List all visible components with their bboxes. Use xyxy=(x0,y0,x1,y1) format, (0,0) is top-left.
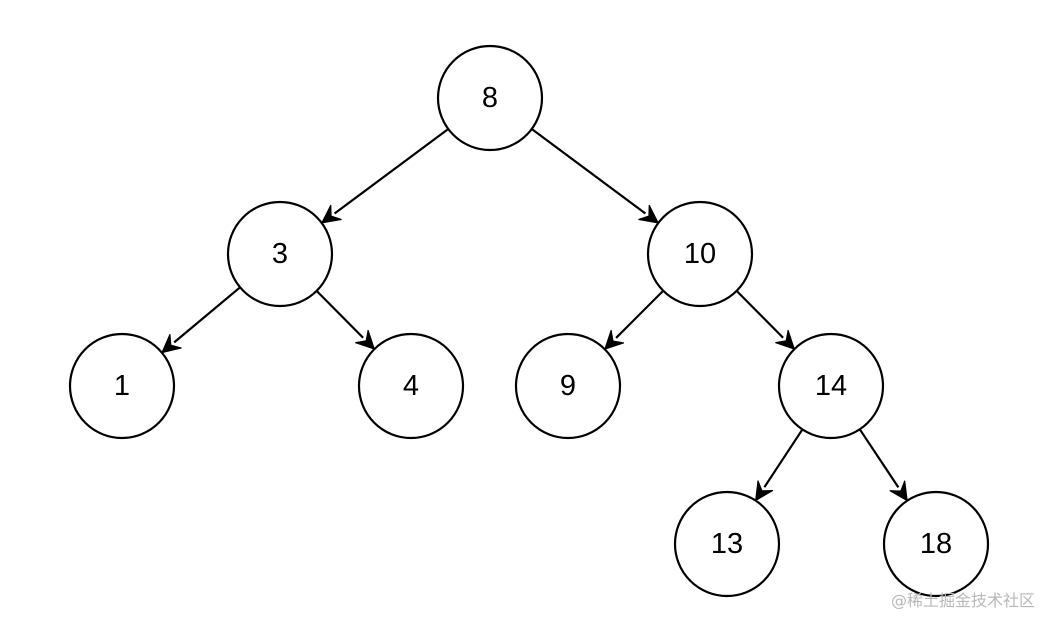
edge-n10-n9 xyxy=(615,289,665,339)
tree-node-4: 4 xyxy=(357,332,465,440)
arrowhead-n10-n9 xyxy=(603,329,625,351)
edge-n8-n3 xyxy=(333,128,449,215)
node-circle-10 xyxy=(646,200,754,308)
node-label-14: 14 xyxy=(815,370,847,402)
edge-n14-n13 xyxy=(763,428,804,488)
node-circle-8 xyxy=(436,44,544,152)
edge-n8-n10 xyxy=(531,128,647,215)
node-label-8: 8 xyxy=(482,82,498,114)
edge-n3-n1 xyxy=(173,286,241,344)
arrowhead-n8-n3 xyxy=(320,204,342,224)
arrowhead-n8-n10 xyxy=(638,204,660,224)
tree-node-9: 9 xyxy=(514,332,622,440)
tree-node-3: 3 xyxy=(226,200,334,308)
edge-n3-n4 xyxy=(315,290,364,339)
node-label-4: 4 xyxy=(403,370,419,402)
edges-layer xyxy=(161,128,908,502)
arrowhead-n14-n18 xyxy=(889,480,908,502)
node-circle-13 xyxy=(673,490,781,598)
edge-n10-n14 xyxy=(735,290,784,339)
node-label-9: 9 xyxy=(560,370,576,402)
node-label-18: 18 xyxy=(920,528,952,560)
node-circle-18 xyxy=(882,490,990,598)
tree-node-1: 1 xyxy=(68,332,176,440)
node-label-13: 13 xyxy=(711,528,743,560)
node-circle-14 xyxy=(777,332,885,440)
tree-node-8: 8 xyxy=(436,44,544,152)
node-label-10: 10 xyxy=(684,238,716,270)
edge-n14-n18 xyxy=(858,428,900,488)
node-circle-3 xyxy=(226,200,334,308)
node-label-3: 3 xyxy=(272,238,288,270)
node-circle-9 xyxy=(514,332,622,440)
tree-node-13: 13 xyxy=(673,490,781,598)
tree-node-10: 10 xyxy=(646,200,754,308)
arrowhead-n14-n13 xyxy=(754,480,774,502)
arrowhead-n3-n4 xyxy=(355,329,376,350)
tree-node-18: 18 xyxy=(882,490,990,598)
arrowhead-n10-n14 xyxy=(775,329,796,350)
node-circle-1 xyxy=(68,332,176,440)
watermark: @稀土掘金技术社区 xyxy=(890,591,1035,610)
tree-node-14: 14 xyxy=(777,332,885,440)
node-label-1: 1 xyxy=(114,370,130,402)
arrowhead-n3-n1 xyxy=(161,334,182,354)
node-circle-4 xyxy=(357,332,465,440)
